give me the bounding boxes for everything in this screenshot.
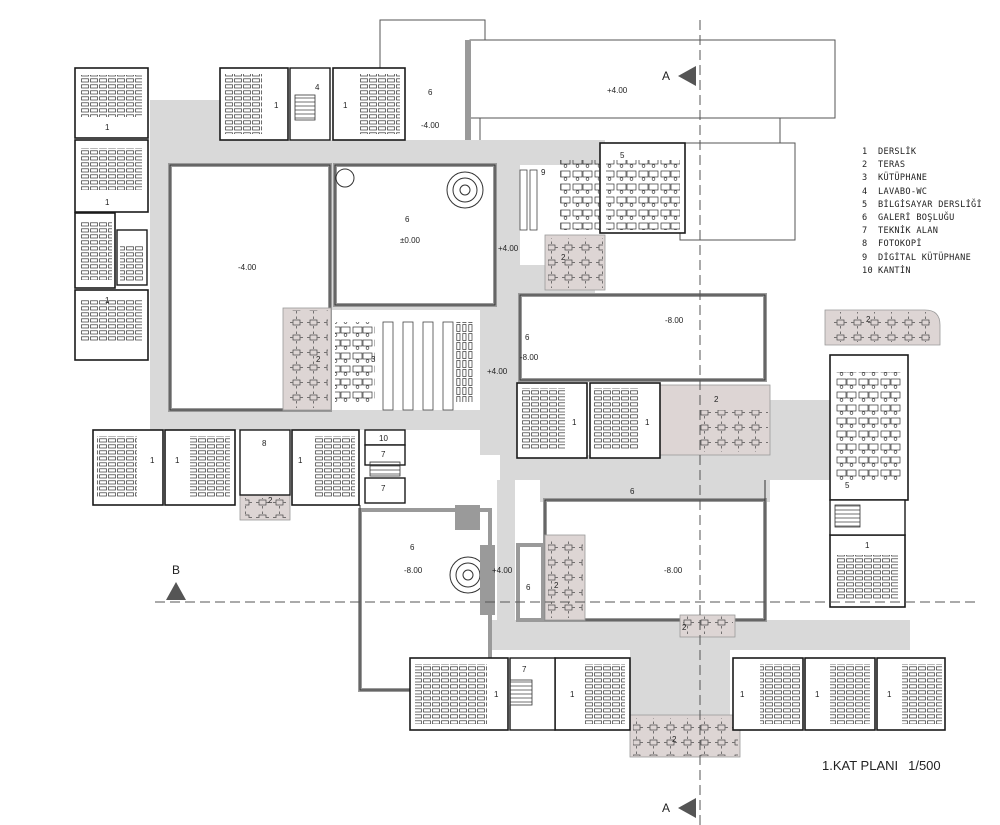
room-number-label: 1	[740, 690, 745, 699]
room-number-label: 2	[561, 253, 566, 262]
room-number-label: 6	[410, 543, 415, 552]
room-number-label: 2	[714, 395, 719, 404]
level-mid-right: +4.00	[487, 367, 508, 376]
spiral-stairs	[335, 168, 487, 594]
room-number-label: 9	[541, 168, 546, 177]
room-number-label: 7	[381, 450, 386, 459]
section-b-marker	[166, 582, 186, 600]
room-number-label: 2	[554, 581, 559, 590]
room-number-label: 1	[274, 101, 279, 110]
level-void-bottom-right: -8.00	[664, 566, 683, 575]
level-void-mid-small: -8.00	[520, 353, 539, 362]
level-corridor-right: +4.00	[498, 244, 519, 253]
roof-outlines	[379, 19, 836, 241]
level-roof-top: +4.00	[607, 86, 628, 95]
level-stair-bottom: +4.00	[492, 566, 513, 575]
level-void-large-left: -4.00	[238, 263, 257, 272]
void-inner-walls	[169, 164, 766, 691]
room-number-label: 3	[371, 355, 376, 364]
room-number-label: 1	[865, 541, 870, 550]
computer-desks	[560, 160, 902, 482]
room-number-label: 1	[343, 101, 348, 110]
room-number-label: 1	[150, 456, 155, 465]
room-number-label: 1	[105, 123, 110, 132]
library-shelves	[335, 321, 473, 411]
level-void-top-left: -4.00	[421, 121, 440, 130]
room-number-label: 2	[866, 315, 871, 324]
room-number-label: 6	[525, 333, 530, 342]
section-markers	[166, 66, 696, 818]
thick-walls	[455, 40, 495, 615]
room-number-label: 1	[572, 418, 577, 427]
section-a-top-label: A	[662, 69, 670, 83]
room-number-label: 2	[316, 355, 321, 364]
level-void-center: ±0.00	[400, 236, 421, 245]
room-number-label: 8	[262, 439, 267, 448]
room-number-label: 4	[315, 83, 320, 92]
room-numbers: 1 1 1 1 1 1 1 1 1 1 1 1 1 1 1 1 2 2 2 2 …	[105, 83, 892, 744]
room-number-label: 2	[672, 735, 677, 744]
room-number-label: 1	[645, 418, 650, 427]
room-number-label: 1	[494, 690, 499, 699]
digital-library	[519, 169, 538, 231]
room-number-label: 2	[682, 623, 687, 632]
section-a-bottom-label: A	[662, 801, 670, 815]
room-number-label: 6	[405, 215, 410, 224]
room-number-label: 10	[379, 434, 388, 443]
section-b-label: B	[172, 563, 180, 577]
room-number-label: 6	[428, 88, 433, 97]
room-number-label: 5	[845, 481, 850, 490]
room-number-label: 1	[105, 296, 110, 305]
level-void-right-top: -8.00	[665, 316, 684, 325]
room-number-label: 1	[815, 690, 820, 699]
plan-title-text: 1.KAT PLANI	[822, 758, 899, 773]
classroom-desks	[80, 74, 942, 724]
room-number-label: 7	[522, 665, 527, 674]
level-void-bottom-left: -8.00	[404, 566, 423, 575]
room-number-label: 7	[381, 484, 386, 493]
room-number-label: 6	[526, 583, 531, 592]
room-number-label: 5	[620, 151, 625, 160]
plan-title: 1.KAT PLANI 1/500	[822, 758, 941, 773]
section-lines	[155, 20, 975, 825]
room-number-label: 1	[298, 456, 303, 465]
terrace-tables	[245, 238, 930, 756]
section-a-top-marker	[678, 66, 696, 86]
room-number-label: 1	[570, 690, 575, 699]
room-number-label: 1	[105, 198, 110, 207]
room-number-label: 1	[175, 456, 180, 465]
room-number-label: 1	[887, 690, 892, 699]
plan-scale: 1/500	[908, 758, 941, 773]
room-number-label: 6	[630, 487, 635, 496]
section-a-bottom-marker	[678, 798, 696, 818]
room-number-label: 2	[268, 496, 273, 505]
stairs	[120, 94, 861, 706]
level-labels: +4.00 -4.00 ±0.00 -4.00 +4.00 -8.00 +4.0…	[238, 86, 684, 575]
